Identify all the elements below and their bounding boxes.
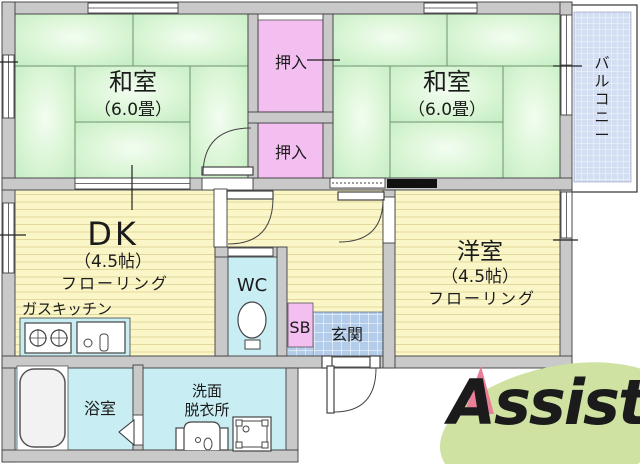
label-genkan: 玄関 [331, 325, 363, 344]
youshitsu-doorway [382, 196, 396, 244]
washbasin [183, 421, 221, 450]
youshitsu-door-arc [338, 198, 384, 243]
logo-triangle [464, 366, 494, 414]
basin-knob-icon [195, 437, 201, 443]
sliding-panel-closed [387, 179, 437, 188]
logo-ellipse [439, 362, 640, 464]
burner-cross [29, 329, 47, 347]
toilet-base [244, 339, 261, 350]
youshitsu-door-leaf [337, 191, 385, 201]
detergent-icon [242, 425, 250, 433]
label-washitsu-left: 和室 [109, 68, 157, 96]
wc-doorway [227, 247, 274, 257]
assist-logo: Assist [439, 362, 640, 464]
wc-door-arc [227, 197, 274, 245]
label-washitsu-right: 和室 [423, 68, 471, 96]
washitsu-doorway [201, 177, 254, 191]
label-wc: WC [237, 275, 267, 296]
label-youshitsu: 洋室 [457, 239, 503, 265]
dimension-ticks [0, 59, 582, 241]
svg-text:ニ: ニ [594, 108, 609, 126]
label-oshiire-bottom: 押入 [275, 143, 307, 162]
label-shoebox: SB [289, 318, 310, 337]
label-dk-floor: フローリング [61, 274, 169, 293]
wc-door-leaf [226, 190, 274, 200]
tatami-right-washitsu [332, 13, 566, 183]
youshitsu-floor [395, 190, 562, 357]
label-washroom-2: 脱衣所 [184, 401, 229, 419]
logo-text: Assist [443, 366, 640, 439]
dk-hall-passage [213, 188, 228, 248]
basin-drain-icon [203, 437, 213, 451]
label-dk: DK [87, 215, 139, 253]
fixtures [16, 301, 272, 452]
entrance-door-arc [333, 367, 377, 413]
genkan-floor [312, 311, 384, 358]
label-youshitsu-size: （4.5帖） [441, 267, 519, 287]
washitsu-door-leaf [201, 166, 254, 176]
label-washroom-1: 洗面 [192, 382, 222, 400]
balcony [565, 4, 638, 193]
shoebox [287, 302, 314, 348]
label-washitsu-left-size: （6.0畳） [94, 100, 172, 120]
genkan-floor-ext [288, 347, 313, 357]
bathtub [19, 368, 66, 448]
labels: 和室 （6.0畳） 和室 （6.0畳） 押入 押入 DK （4.5帖） フローリ… [22, 53, 610, 419]
label-oshiire-top: 押入 [275, 53, 307, 72]
label-washitsu-right-size: （6.0畳） [408, 100, 486, 120]
label-youshitsu-floor: フローリング [428, 289, 536, 308]
balcony-floor [573, 11, 632, 183]
tatami-left-washitsu [14, 13, 249, 183]
oshiire-top-floor [257, 19, 324, 113]
svg-text:ル: ル [594, 72, 609, 90]
label-dk-size: （4.5帖） [74, 252, 152, 272]
entrance-doorway [331, 356, 372, 368]
svg-text:コ: コ [594, 90, 609, 108]
faucet-icon [99, 333, 109, 352]
washing-machine-inner [236, 420, 268, 448]
entrance-jamb-right [369, 355, 381, 369]
label-bathroom: 浴室 [84, 399, 116, 418]
burner-cross [50, 329, 68, 347]
svg-text:バ: バ [594, 54, 609, 72]
label-balcony: バ ル コ ニ ー [594, 54, 609, 144]
drain-icon [83, 338, 93, 348]
label-kitchen: ガスキッチン [22, 300, 112, 318]
toilet-bowl [237, 301, 267, 339]
bathroom-door-chevron [118, 418, 135, 447]
svg-text:ー: ー [594, 126, 609, 144]
entrance-door-leaf [326, 365, 335, 414]
washitsu-door-arc [202, 127, 252, 176]
